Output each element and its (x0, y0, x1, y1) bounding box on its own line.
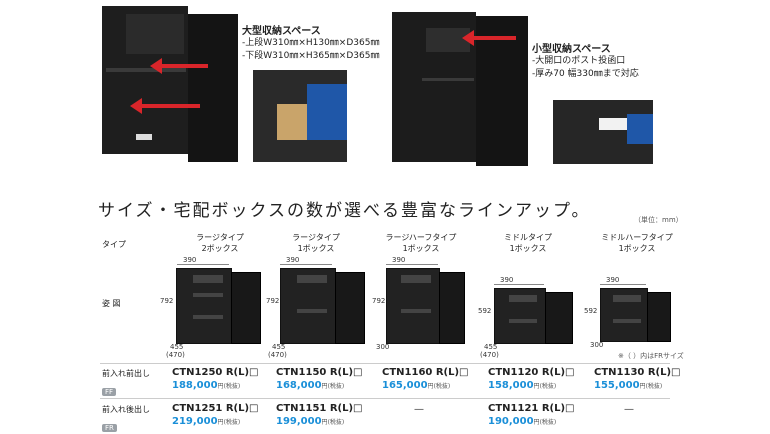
fr-not-available: — (414, 404, 424, 415)
large-storage-title: 大型収納スペース (242, 26, 321, 37)
ff-price: 158,000円(税抜) (488, 380, 557, 391)
height-dim: 792 (266, 297, 280, 305)
large-storage-callout: 大型収納スペース -上段W310㎜×H130㎜×D365㎜ -下段W310㎜×H… (242, 22, 392, 63)
depth-dim: 455 (170, 343, 184, 351)
large-storage-line: -下段W310㎜×H365㎜×D365㎜ (242, 51, 380, 61)
ff-badge: FF (102, 388, 117, 396)
product-figure (494, 288, 546, 344)
small-storage-title: 小型収納スペース (532, 44, 611, 55)
row-label-figure: 姿 図 (102, 299, 121, 308)
large-storage-line: -上段W310㎜×H130㎜×D365㎜ (242, 38, 380, 48)
slot-arrow-icon (462, 30, 516, 46)
product-figure (386, 268, 440, 344)
fr-price: 190,000円(税抜) (488, 416, 557, 427)
height-dim: 792 (372, 297, 386, 305)
product-figure (600, 288, 648, 342)
product-figure (176, 268, 232, 344)
width-dim: 390 (606, 276, 620, 284)
row-label-front-front: 前入れ前出し (102, 369, 150, 378)
row-separator (100, 398, 670, 399)
height-dim: 792 (160, 297, 174, 305)
product-figure (280, 268, 336, 344)
fr-model: CTN1121 R(L)□ (488, 403, 575, 414)
large-cabinet-photo (102, 6, 188, 154)
ff-model: CTN1250 R(L)□ (172, 367, 259, 378)
ff-price: 155,000円(税抜) (594, 380, 663, 391)
height-dim: 592 (584, 307, 598, 315)
fr-price: 219,000円(税抜) (172, 416, 241, 427)
row-label-front-back: 前入れ後出し (102, 405, 150, 414)
depth-dim: 300 (376, 343, 390, 351)
small-storage-line: -厚み70 幅330㎜まで対応 (532, 69, 639, 79)
depth-dim: 455 (272, 343, 286, 351)
upper-arrow-icon (150, 58, 208, 74)
fr-model: CTN1251 R(L)□ (172, 403, 259, 414)
ff-model: CTN1130 R(L)□ (594, 367, 681, 378)
ff-model: CTN1150 R(L)□ (276, 367, 363, 378)
ff-price: 188,000円(税抜) (172, 380, 241, 391)
fr-not-available: — (624, 404, 634, 415)
row-label-type: タイプ (102, 240, 126, 249)
fr-badge: FR (102, 424, 117, 432)
ff-model: CTN1160 R(L)□ (382, 367, 469, 378)
ff-price: 165,000円(税抜) (382, 380, 451, 391)
width-dim: 390 (183, 256, 197, 264)
depth-fr-dim: (470) (268, 351, 287, 359)
width-dim: 390 (500, 276, 514, 284)
ff-price: 168,000円(税抜) (276, 380, 345, 391)
ff-model: CTN1120 R(L)□ (488, 367, 575, 378)
fr-model: CTN1151 R(L)□ (276, 403, 363, 414)
page-title: サイズ・宅配ボックスの数が選べる豊富なラインアップ。 (98, 201, 591, 221)
depth-fr-dim: (470) (480, 351, 499, 359)
lower-arrow-icon (130, 98, 200, 114)
large-cabinet-door (188, 14, 238, 162)
parcel-photo (253, 70, 347, 162)
small-cabinet-door (476, 16, 528, 166)
small-storage-line: -大開口のポスト投函口 (532, 56, 626, 66)
width-dim: 390 (392, 256, 406, 264)
small-storage-callout: 小型収納スペース -大開口のポスト投函口 -厚み70 幅330㎜まで対応 (532, 40, 682, 81)
depth-dim: 300 (590, 341, 604, 349)
width-dim: 390 (286, 256, 300, 264)
depth-dim: 455 (484, 343, 498, 351)
mail-slot-photo (553, 100, 653, 164)
row-separator (100, 363, 670, 364)
fr-size-note: ※（ ）内はFRサイズ (618, 352, 684, 360)
depth-fr-dim: (470) (166, 351, 185, 359)
height-dim: 592 (478, 307, 492, 315)
fr-price: 199,000円(税抜) (276, 416, 345, 427)
unit-note: （単位：mm） (634, 216, 683, 224)
